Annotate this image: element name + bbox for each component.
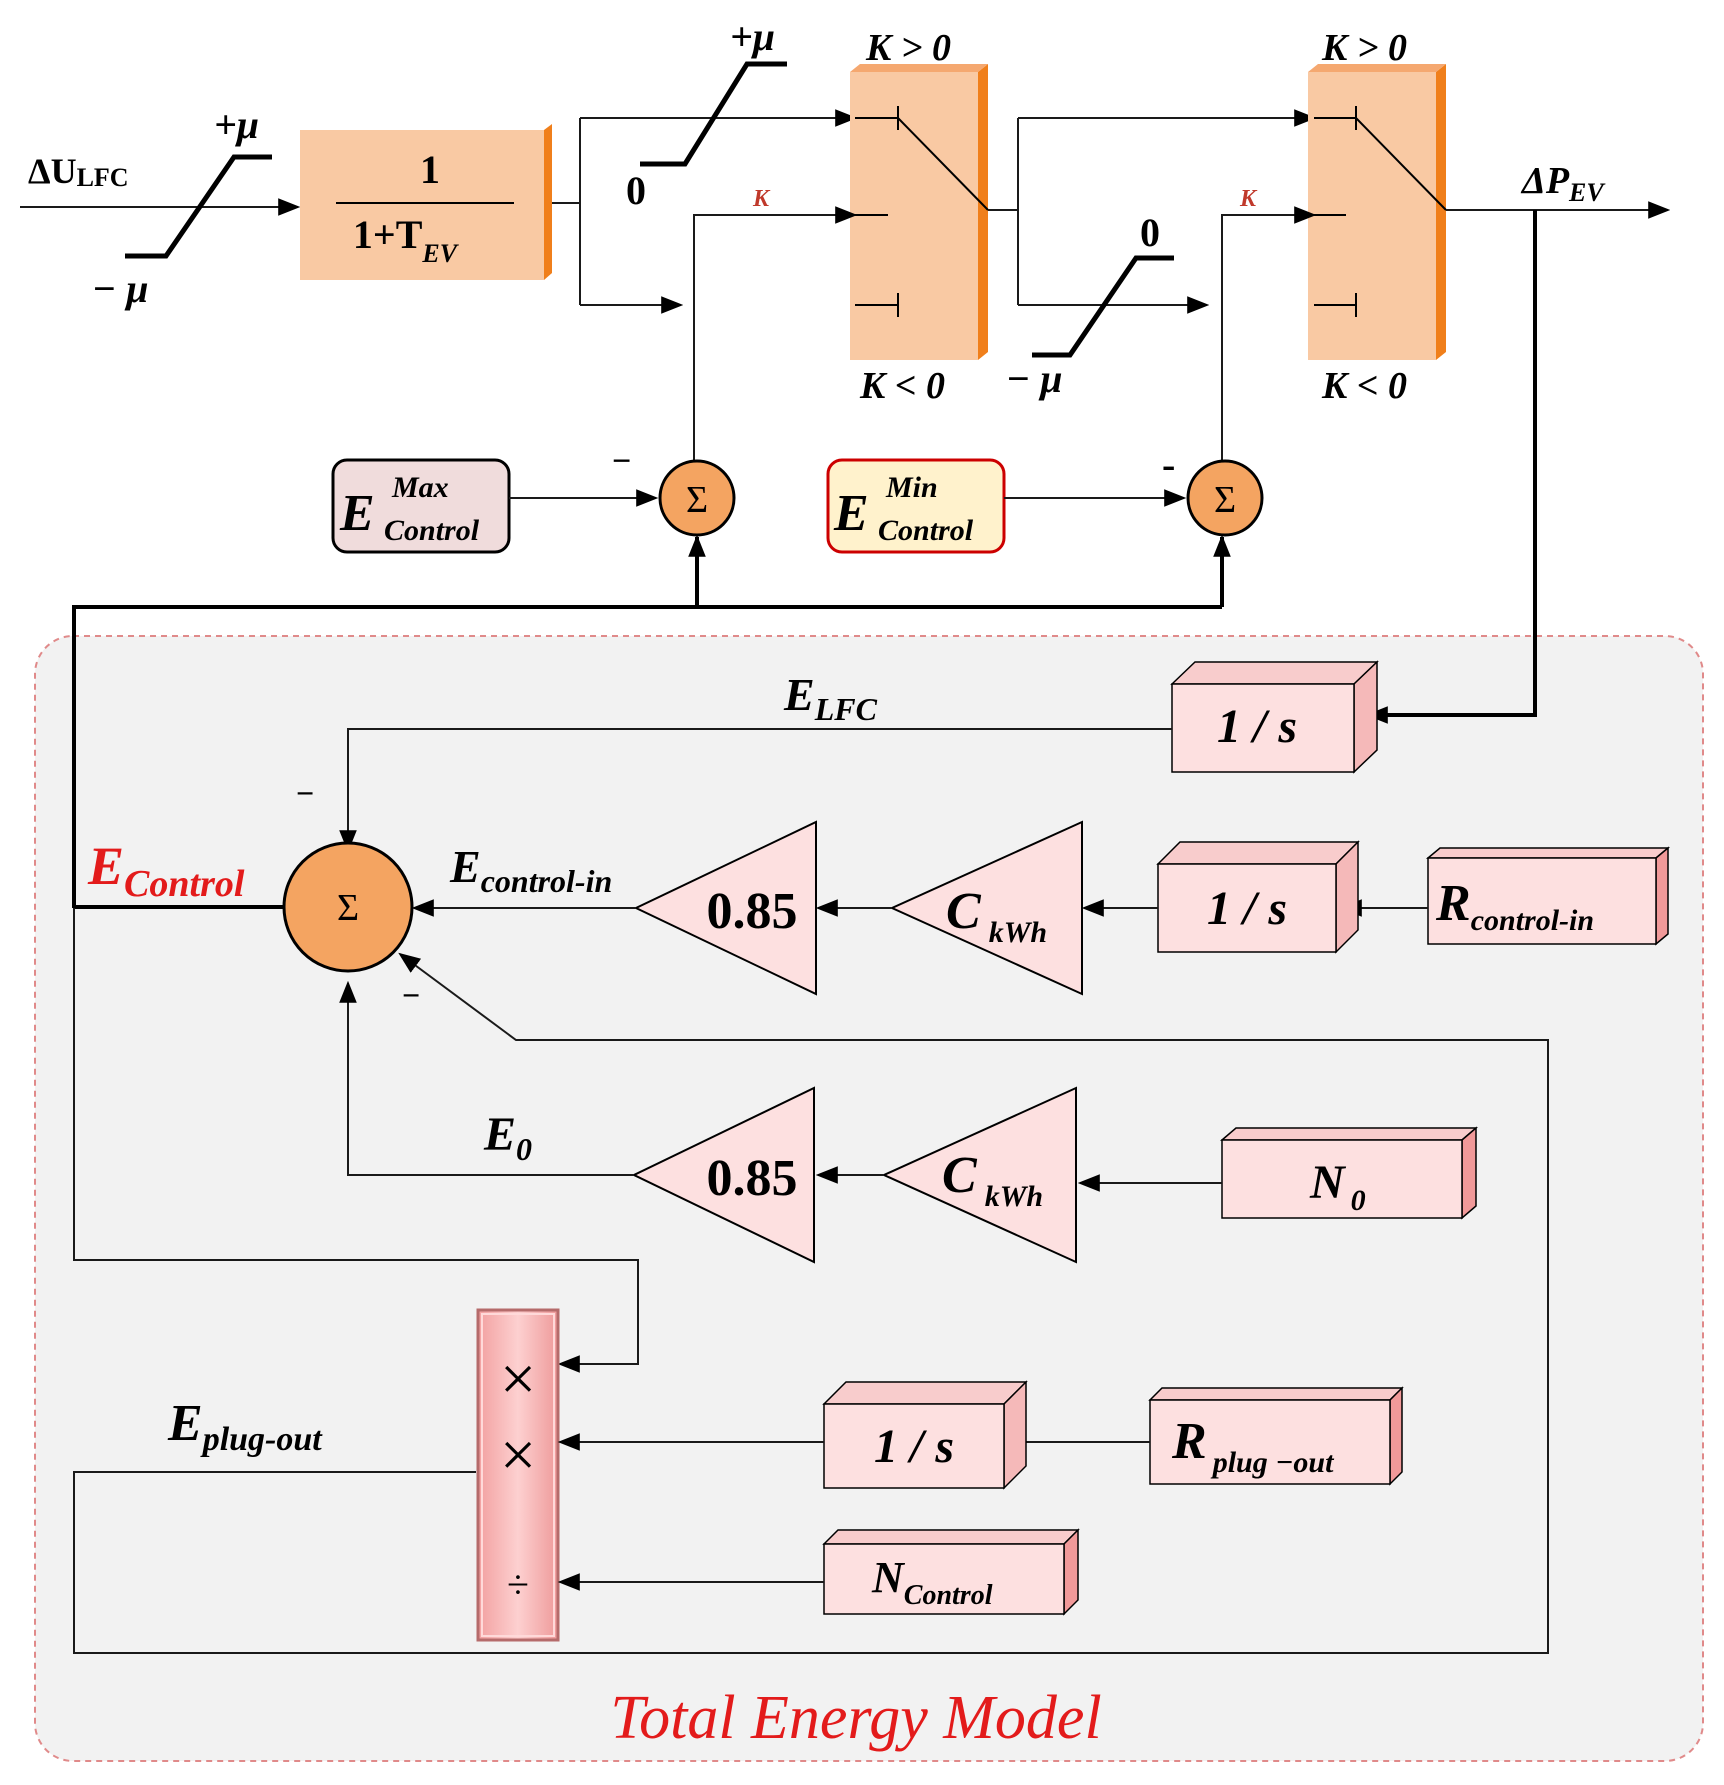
svg-text:×: × [500, 1419, 536, 1490]
svg-text:×: × [500, 1343, 536, 1414]
sum-junction-1: Σ − [612, 443, 736, 537]
switch-block-2: K > 0 K < 0 K [1239, 27, 1447, 407]
svg-text:0.85: 0.85 [707, 1150, 798, 1207]
svg-text:1: 1 [420, 147, 440, 192]
svg-text:Rcontrol-in: Rcontrol-in [1435, 875, 1594, 937]
svg-text:+μ: +μ [214, 102, 259, 147]
svg-text:Σ: Σ [686, 479, 708, 521]
e-plug-out-label: Eplug-out [167, 1395, 323, 1458]
saturation-block-1: +μ − μ [92, 102, 272, 311]
e-control-label: EControl [87, 836, 245, 905]
svg-text:NControl: NControl [871, 1553, 993, 1611]
svg-text:-: - [1162, 442, 1175, 487]
svg-text:1 / s: 1 / s [874, 1420, 954, 1473]
svg-text:E: E [833, 485, 869, 542]
svg-text:K < 0: K < 0 [859, 365, 945, 407]
svg-text:K > 0: K > 0 [865, 27, 951, 69]
gain-085-block-2: 0.85 [631, 1086, 815, 1264]
svg-text:1 / s: 1 / s [1207, 882, 1287, 935]
svg-text:E: E [339, 485, 375, 542]
integrator-block-2: 1 / s [1156, 840, 1360, 954]
svg-text:1+TEV: 1+TEV [353, 212, 460, 268]
switch-block-1: K > 0 K < 0 K [752, 27, 989, 407]
transfer-function-block: 1 1+TEV [300, 124, 552, 280]
svg-text:− μ: − μ [92, 266, 148, 311]
svg-text:Σ: Σ [337, 887, 359, 929]
svg-text:Control: Control [384, 514, 480, 547]
svg-text:K: K [1239, 186, 1258, 212]
e0-label: E0 [483, 1108, 532, 1167]
svg-text:Min: Min [885, 471, 938, 504]
e-control-in-label: Econtrol-in [449, 841, 612, 899]
n-control-block: NControl [822, 1528, 1080, 1616]
r-control-in-block: Rcontrol-in [1425, 846, 1671, 946]
output-label: ΔPEV [1520, 160, 1606, 207]
saturation-block-3: 0 − μ [1006, 210, 1174, 401]
sum-junction-2: Σ - [1162, 442, 1264, 537]
gain-085-block-1: 0.85 [633, 820, 817, 996]
energy-model-title: Total Energy Model [610, 1684, 1101, 1752]
svg-text:0.85: 0.85 [707, 883, 798, 940]
svg-text:0: 0 [1140, 210, 1160, 255]
svg-text:K: K [752, 186, 771, 212]
svg-text:K < 0: K < 0 [1321, 365, 1407, 407]
energy-sum-junction: Σ − − [282, 775, 420, 1013]
svg-text:0: 0 [626, 168, 646, 213]
svg-text:− μ: − μ [1006, 356, 1062, 401]
svg-text:−: − [612, 443, 631, 480]
svg-text:Control: Control [878, 514, 974, 547]
saturation-block-2: +μ 0 [626, 14, 787, 213]
svg-text:N0: N0 [1309, 1156, 1366, 1217]
svg-text:1 / s: 1 / s [1217, 700, 1297, 753]
svg-text:K > 0: K > 0 [1321, 27, 1407, 69]
multiply-divide-block: × × ÷ [476, 1308, 560, 1642]
svg-text:Max: Max [391, 471, 449, 504]
svg-text:+μ: +μ [730, 14, 775, 59]
svg-text:−: − [296, 775, 314, 811]
e-max-control-block: E Max Control [331, 458, 511, 554]
svg-text:Σ: Σ [1214, 479, 1236, 521]
svg-text:÷: ÷ [507, 1562, 529, 1607]
integrator-block-1: 1 / s [1170, 660, 1379, 774]
integrator-block-3: 1 / s [822, 1380, 1028, 1490]
e-min-control-block: E Min Control [826, 458, 1006, 554]
e-lfc-label: ELFC [783, 669, 878, 727]
svg-text:−: − [402, 977, 420, 1013]
input-label: ΔULFC [28, 151, 129, 192]
